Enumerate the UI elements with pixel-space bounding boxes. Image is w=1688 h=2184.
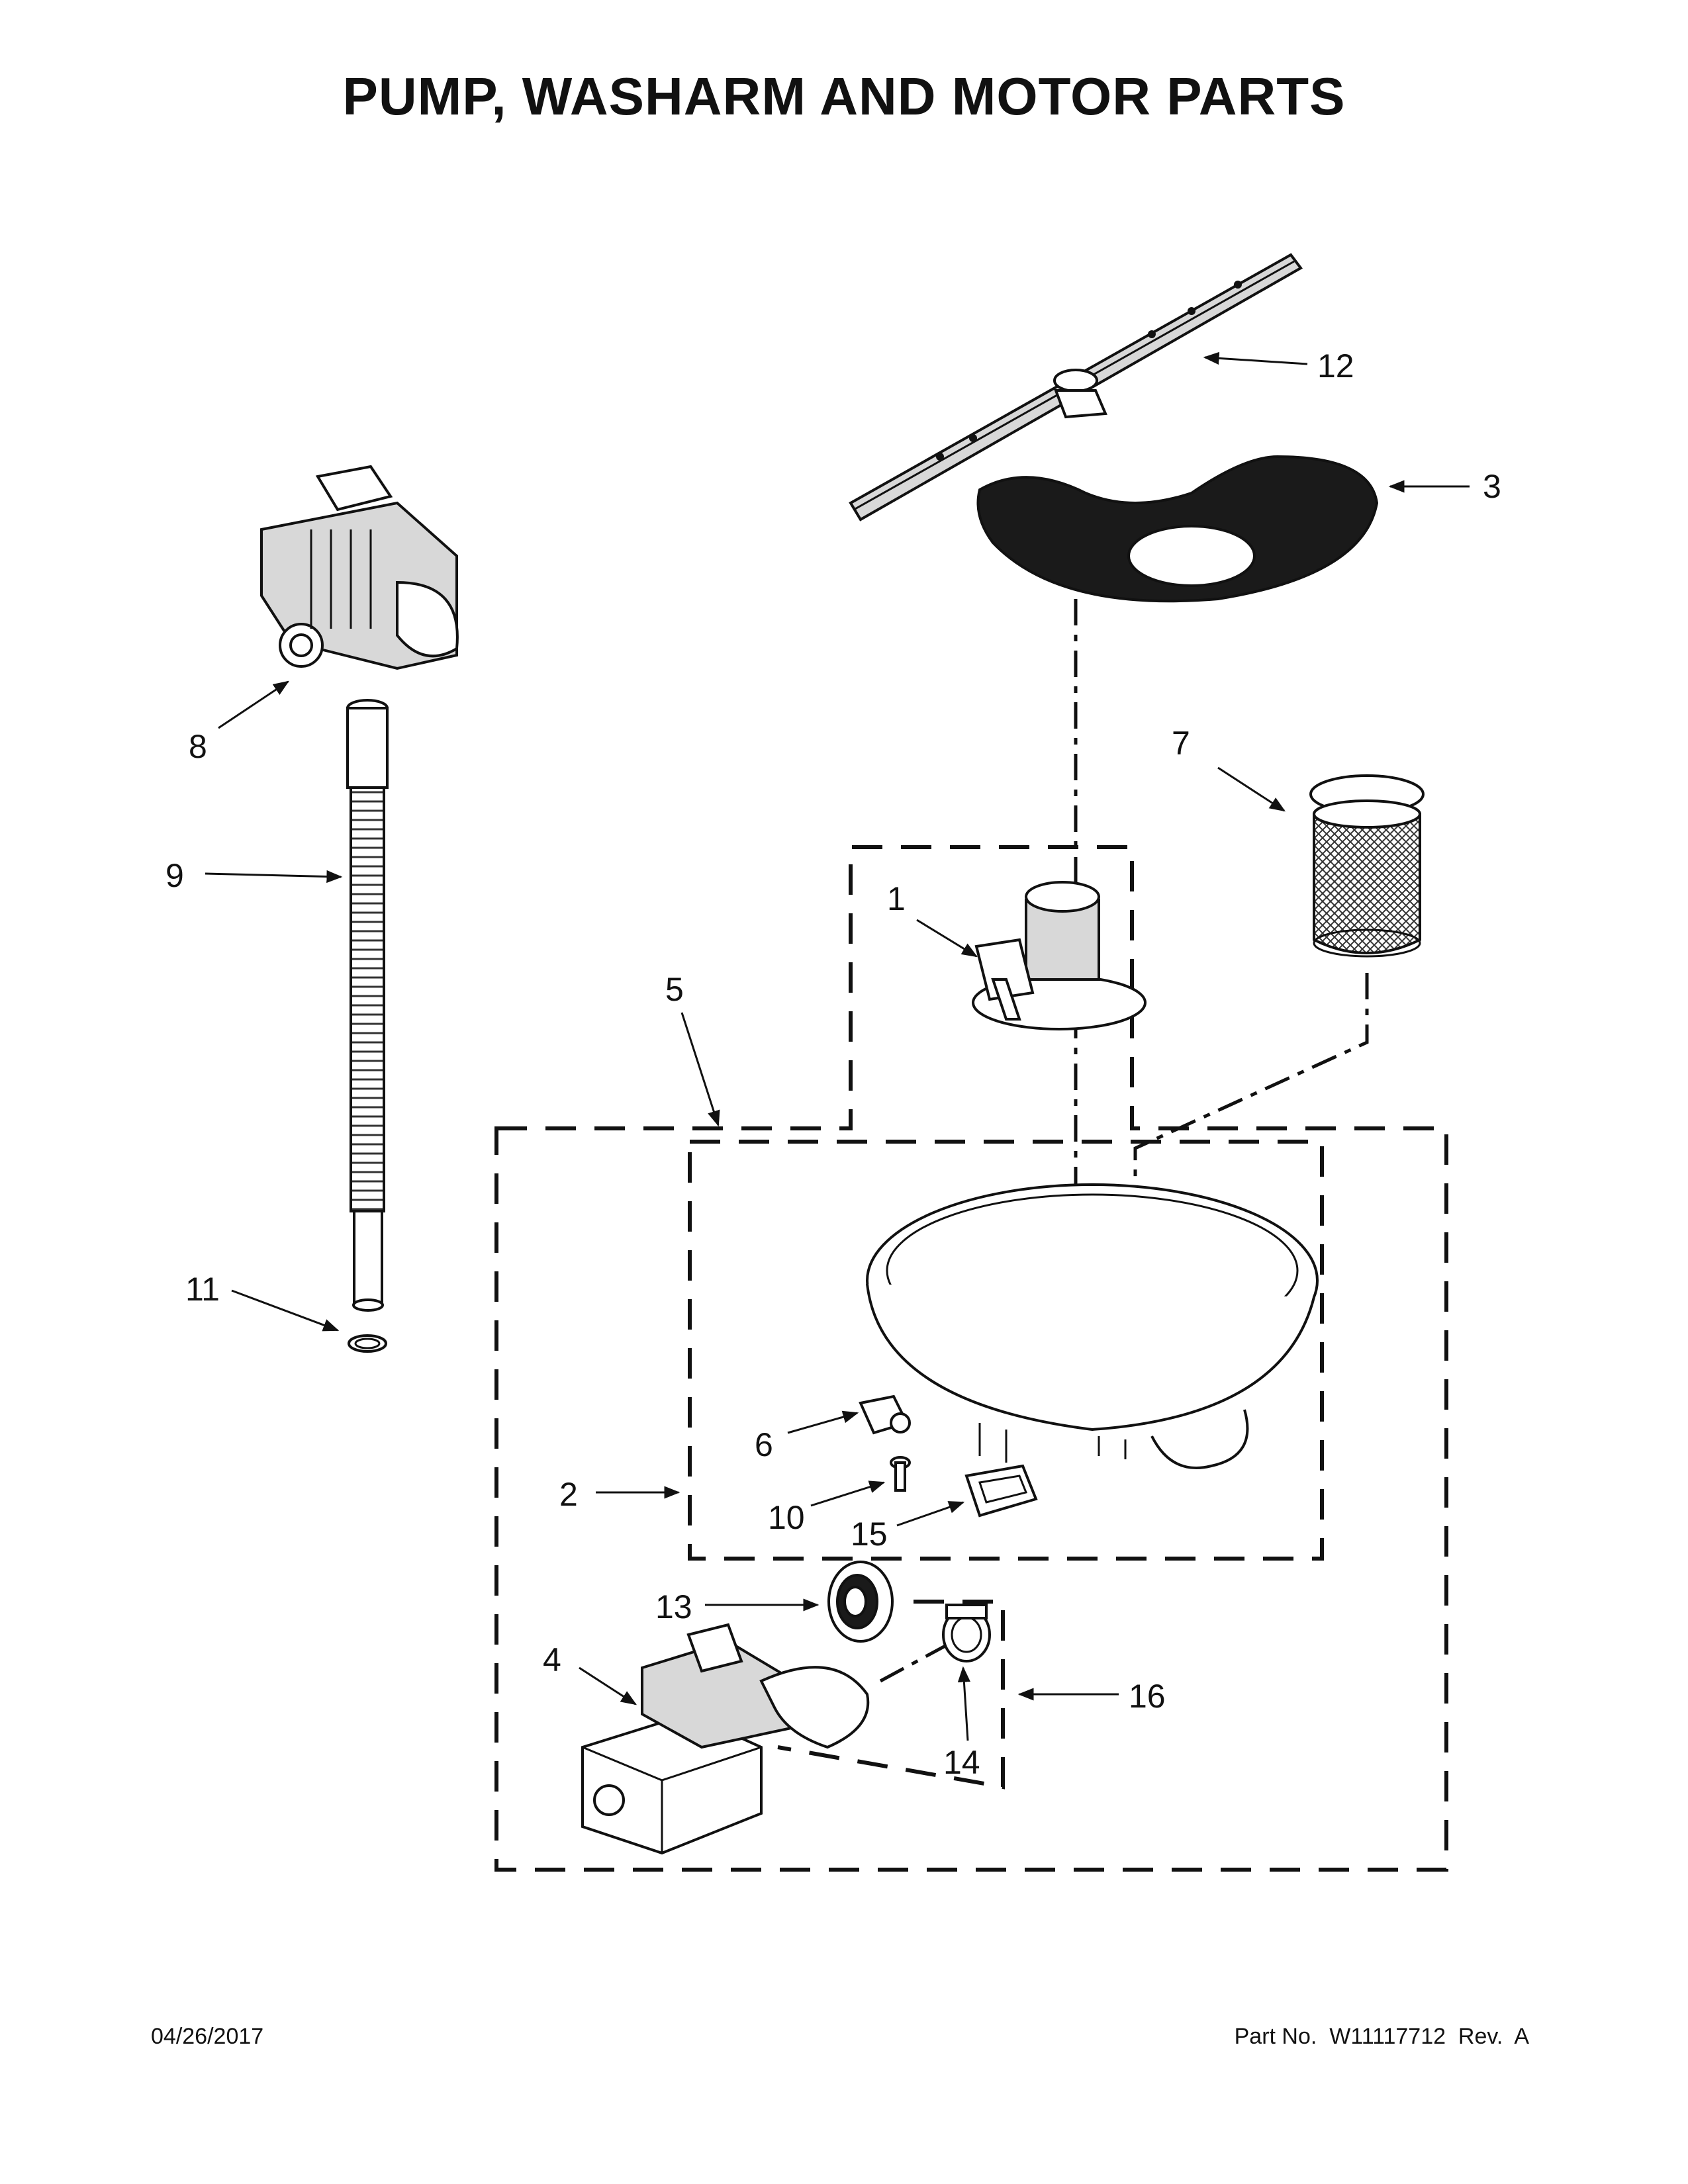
leader-7 [1217,766,1286,812]
leader-8 [218,680,289,729]
callout-3: 3 [1483,468,1501,505]
group-box-5-outer [494,845,1448,1872]
page-title: PUMP, WASHARM AND MOTOR PARTS [342,67,1346,126]
leader-5 [680,1012,720,1127]
screw-part [890,1456,911,1492]
footer-date: 04/26/2017 [151,2024,264,2049]
centerline-filter [1133,973,1369,1291]
leader-15 [896,1501,965,1527]
leader-4 [579,1666,637,1706]
callout-1: 1 [887,880,906,917]
callout-13: 13 [655,1588,692,1625]
leader-1 [916,919,978,958]
callout-10: 10 [768,1499,805,1536]
seal-part [827,1561,894,1643]
connector-part [964,1464,1038,1518]
diverter-part [972,881,1147,1030]
callout-15: 15 [851,1516,888,1553]
callout-11: 11 [185,1271,220,1308]
leader-9 [205,870,343,884]
pump-motor-part [581,1623,870,1855]
callout-7: 7 [1172,725,1190,762]
leader-6 [787,1410,859,1434]
footer-part-number: Part No. W11117712 Rev. A [1234,2024,1529,2049]
sensor-part [859,1394,911,1435]
callout-14: 14 [943,1744,980,1781]
callout-5: 5 [665,971,684,1008]
callout-9: 9 [165,857,184,894]
callout-2: 2 [559,1476,578,1513]
leader-12 [1203,351,1308,365]
leader-11 [231,1289,340,1332]
spray-shield-part [976,455,1379,603]
callout-8: 8 [189,728,207,765]
callout-4: 4 [543,1641,561,1678]
sump-part [866,1183,1319,1469]
leader-10 [810,1480,886,1507]
leader-14 [957,1666,970,1741]
callout-12: 12 [1317,347,1354,385]
drain-hose-part [346,699,389,1312]
filter-part [1309,774,1425,958]
drain-pump-part [260,465,459,670]
callout-6: 6 [755,1426,773,1463]
hose-clamp-part [348,1334,387,1353]
clamp-part [942,1604,991,1662]
group-box-2 [688,1140,1324,1561]
washarm-part [849,253,1303,522]
callout-16: 16 [1129,1678,1166,1715]
